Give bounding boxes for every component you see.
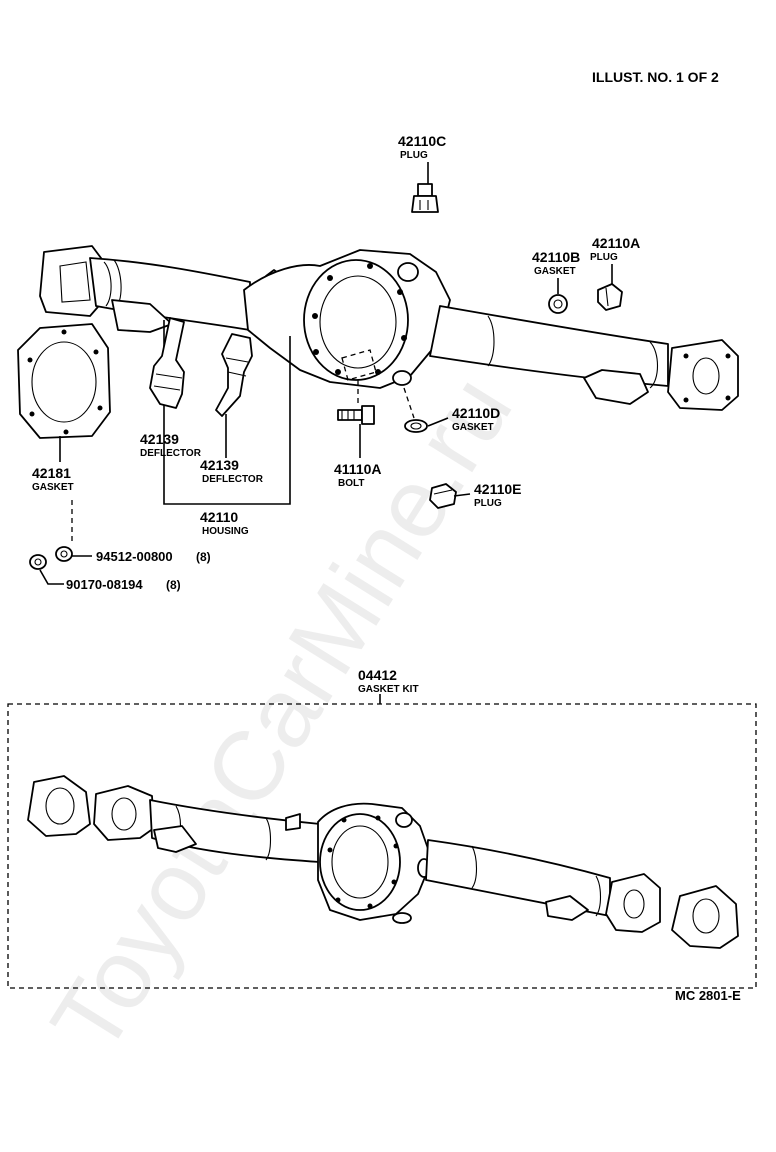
gasket-42110b-drawing [548, 294, 568, 314]
gasket-42181-drawing [17, 323, 111, 439]
gasket-42110d-drawing [404, 419, 428, 433]
plug-42110e-drawing [429, 483, 457, 509]
callout-42139-left-name: DEFLECTOR [140, 448, 202, 459]
callout-04412-number: 04412 [358, 667, 397, 683]
nut-90170-08194-drawing [29, 554, 47, 570]
watermark: ToyotaCarMine.ru [30, 357, 533, 1071]
hardware-94512-number: 94512-00800 [96, 549, 173, 564]
callout-41110a-name: BOLT [338, 478, 364, 489]
diagram-code: MC 2801-E [675, 988, 741, 1003]
axle-housing-illustration [39, 245, 739, 505]
hardware-90170-qty: (8) [166, 578, 181, 592]
callout-42139-right-number: 42139 [200, 457, 239, 473]
callout-42110e-name: PLUG [474, 498, 502, 509]
callout-42181-name: GASKET [32, 482, 74, 493]
gasket-kit-illustration [27, 775, 739, 949]
callout-42139-left-number: 42139 [140, 431, 179, 447]
callout-42110c-number: 42110C [398, 133, 446, 149]
callout-42110-number: 42110 [200, 509, 238, 525]
callout-42110b-name: GASKET [534, 266, 576, 277]
callout-41110a-number: 41110A [334, 461, 382, 477]
deflector-left-drawing [149, 317, 185, 409]
plug-42110c-drawing [411, 183, 439, 213]
callout-42110d-number: 42110D [452, 405, 500, 421]
deflector-right-drawing [215, 333, 253, 417]
hardware-94512-qty: (8) [196, 550, 211, 564]
callout-42110a-name: PLUG [590, 252, 618, 263]
callout-42110c-name: PLUG [400, 150, 428, 161]
callout-42110e-number: 42110E [474, 481, 522, 497]
callout-42110d-name: GASKET [452, 422, 494, 433]
callout-42181-number: 42181 [32, 465, 71, 481]
bolt-41110a-drawing [337, 405, 375, 425]
hardware-90170-number: 90170-08194 [66, 577, 143, 592]
illust-number: ILLUST. NO. 1 OF 2 [592, 69, 719, 85]
plug-42110a-drawing [597, 283, 623, 311]
callout-42110-name: HOUSING [202, 526, 249, 537]
gasket-kit-frame [7, 703, 757, 989]
callout-42110b-number: 42110B [532, 249, 580, 265]
washer-94512-00800-drawing [55, 546, 73, 562]
callout-04412-name: GASKET KIT [358, 684, 419, 695]
callout-42139-right-name: DEFLECTOR [202, 474, 264, 485]
callout-42110a-number: 42110A [592, 235, 640, 251]
